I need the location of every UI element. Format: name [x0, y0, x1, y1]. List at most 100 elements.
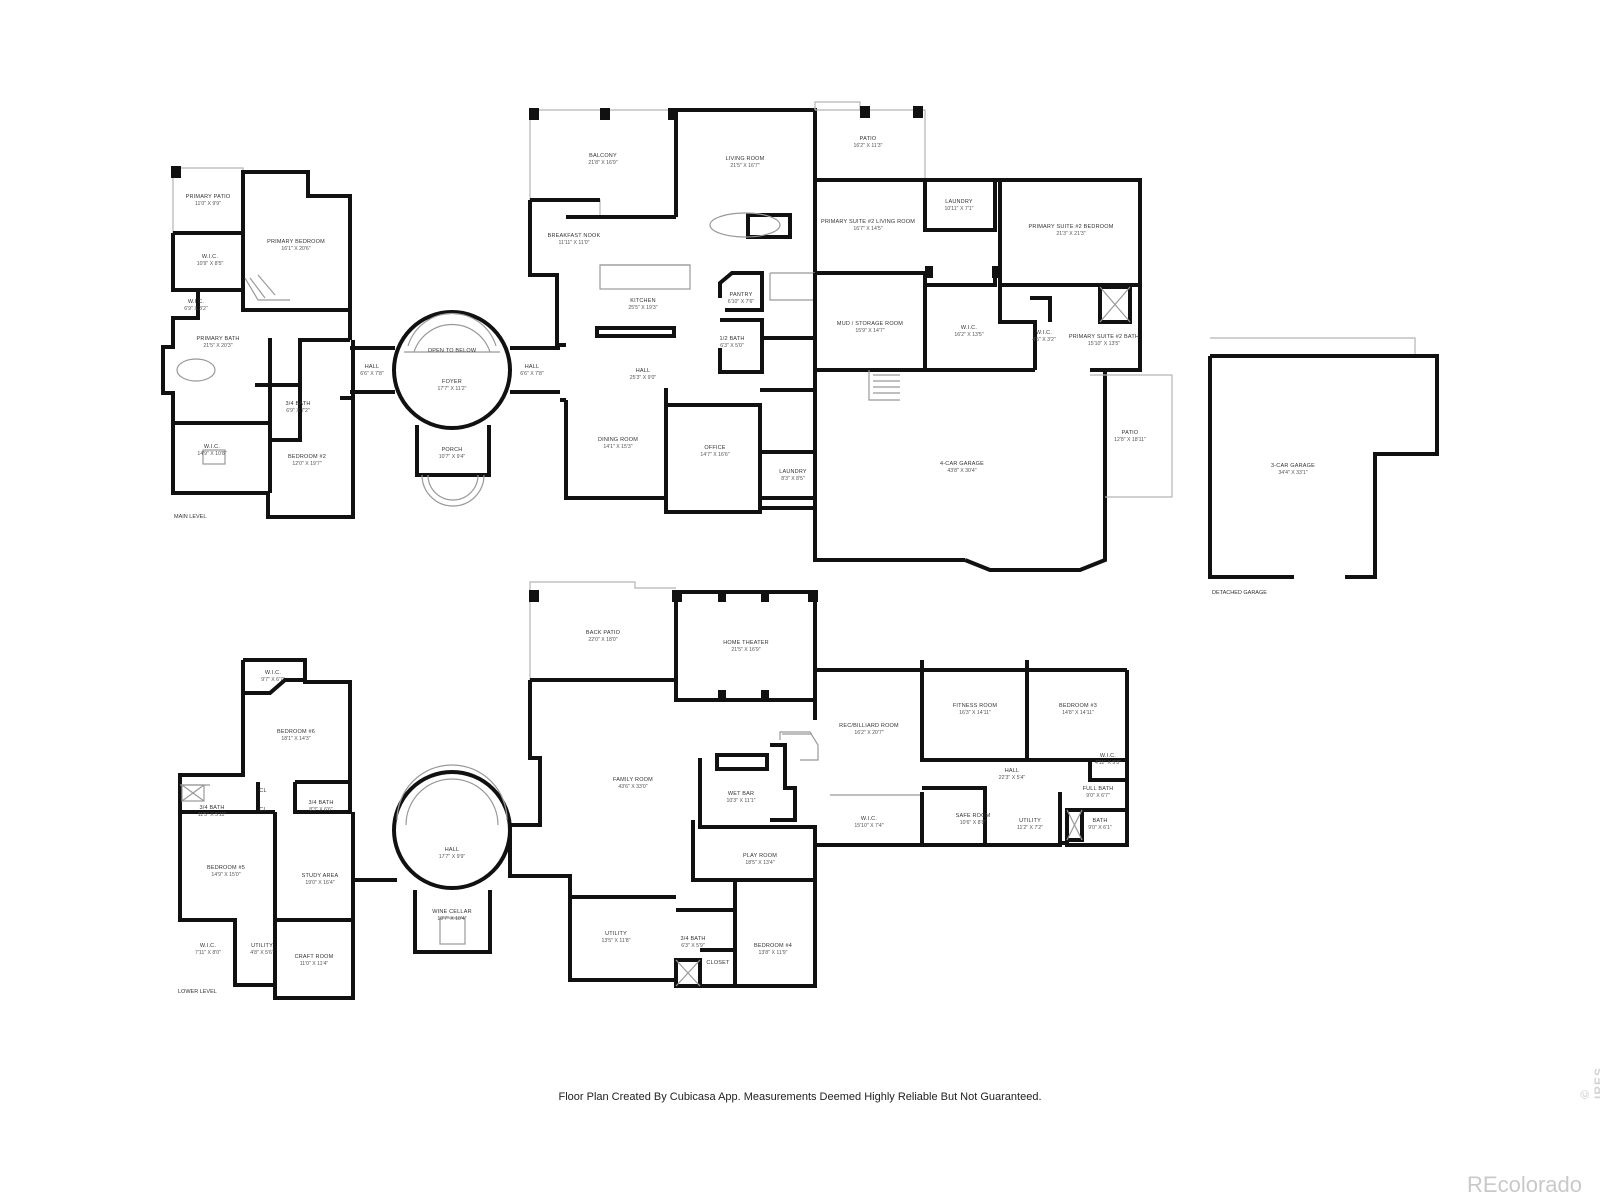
room-name: PORCH — [442, 447, 463, 453]
room-name: 3/4 BATH — [680, 936, 705, 942]
room-name: W.I.C. — [861, 816, 877, 822]
room-name: PRIMARY BATH — [196, 336, 239, 342]
room-name: HALL — [636, 368, 651, 374]
room-name: HOME THEATER — [723, 640, 769, 646]
room-dimensions: 16'1" X 20'6" — [281, 246, 310, 252]
room-name: BALCONY — [589, 153, 617, 159]
room-dimensions: 10'9" X 8'5" — [197, 261, 224, 267]
lower-level-label: LOWER LEVEL — [178, 989, 217, 995]
room-name: PRIMARY PATIO — [186, 194, 231, 200]
recolorado-logo: REcolorado — [1467, 1172, 1582, 1197]
room-dimensions: 7'11" X 8'0" — [195, 950, 221, 956]
room-name: PRIMARY SUITE #2 BEDROOM — [1029, 224, 1114, 230]
room-name: PANTRY — [729, 292, 752, 298]
room-dimensions: 6'3" X 5'0" — [720, 343, 744, 349]
room-name: HALL — [445, 847, 460, 853]
room-name: 3/4 BATH — [308, 800, 333, 806]
room-name: W.I.C. — [204, 444, 220, 450]
room-dimensions: 6'6" X 7'8" — [360, 371, 384, 377]
room-name: CL — [259, 788, 266, 794]
room-dimensions: 43'6" X 33'0" — [618, 784, 647, 790]
room-name: 3/4 BATH — [199, 805, 224, 811]
room-name: OPEN TO BELOW — [428, 348, 477, 354]
room-dimensions: 15'9" X 14'7" — [855, 328, 884, 334]
room-name: UTILITY — [251, 943, 273, 949]
room-name: PRIMARY SUITE #2 LIVING ROOM — [821, 219, 915, 225]
room-dimensions: 6'9" X 3'2" — [184, 306, 208, 312]
room-dimensions: 12'8" X 18'11" — [1114, 437, 1146, 443]
room-name: W.I.C. — [1036, 330, 1052, 336]
room-dimensions: 9'0" X 6'1" — [1088, 825, 1112, 831]
room-dimensions: 25'5" X 19'3" — [628, 305, 657, 311]
room-name: W.I.C. — [202, 254, 218, 260]
room-dimensions: 4'5" X 3'2" — [1032, 337, 1056, 343]
room-dimensions: 13'8" X 11'9" — [759, 950, 788, 956]
room-dimensions: 11'0" X 11'4" — [300, 961, 329, 967]
lower-level-plan — [178, 581, 1129, 1000]
room-dimensions: 17'7" X 11'2" — [438, 386, 467, 392]
room-name: FAMILY ROOM — [613, 777, 653, 783]
room-dimensions: 6'10" X 7'6" — [728, 299, 755, 305]
room-name: FULL BATH — [1083, 786, 1114, 792]
room-dimensions: 10'7" X 10'4" — [437, 916, 466, 922]
room-dimensions: 21'3" X 21'3" — [1056, 231, 1085, 237]
room-dimensions: 18'1" X 14'3" — [281, 736, 310, 742]
room-name: CLOSET — [706, 960, 730, 966]
room-dimensions: 16'3" X 14'11" — [959, 710, 991, 716]
room-dimensions: 14'1" X 15'3" — [603, 444, 632, 450]
main-level-label: MAIN LEVEL — [174, 514, 206, 520]
room-name: FITNESS ROOM — [953, 703, 997, 709]
room-dimensions: 19'0" X 16'4" — [305, 880, 334, 886]
room-name: BEDROOM #6 — [277, 729, 315, 735]
room-dimensions: 14'8" X 14'11" — [1062, 710, 1094, 716]
room-dimensions: 22'3" X 5'4" — [999, 775, 1026, 781]
room-dimensions: 6'9" X 7'2" — [286, 408, 310, 414]
room-name: OFFICE — [704, 445, 725, 451]
room-dimensions: 15'10" X 7'4" — [854, 823, 883, 829]
disclaimer-text: Floor Plan Created By Cubicasa App. Meas… — [558, 1091, 1042, 1103]
room-dimensions: 17'7" X 9'9" — [439, 854, 466, 860]
room-dimensions: 22'0" X 18'0" — [588, 637, 617, 643]
room-name: WET BAR — [728, 791, 754, 797]
room-name: PRIMARY BEDROOM — [267, 239, 325, 245]
room-dimensions: 6'3" X 5'9" — [681, 943, 705, 949]
room-dimensions: 4'11" X 5'3" — [1095, 760, 1121, 766]
room-dimensions: 43'8" X 30'4" — [947, 468, 976, 474]
room-dimensions: 11'2" X 7'2" — [1017, 825, 1043, 831]
room-name: LIVING ROOM — [726, 156, 765, 162]
room-dimensions: 18'5" X 13'4" — [745, 860, 774, 866]
room-dimensions: 13'5" X 11'8" — [602, 938, 631, 944]
room-name: DINING ROOM — [598, 437, 638, 443]
room-dimensions: 16'7" X 14'5" — [853, 226, 882, 232]
room-dimensions: 8'3" X 6'6" — [309, 807, 333, 813]
room-dimensions: 11'0" X 9'9" — [195, 201, 221, 207]
room-dimensions: 10'3" X 11'1" — [727, 798, 756, 804]
room-name: MUD / STORAGE ROOM — [837, 321, 903, 327]
room-name: W.I.C. — [1100, 753, 1116, 759]
room-name: STUDY AREA — [302, 873, 339, 879]
room-dimensions: 16'2" X 13'5" — [954, 332, 983, 338]
detached-garage-label: DETACHED GARAGE — [1212, 590, 1267, 596]
room-name: 4-CAR GARAGE — [940, 461, 984, 467]
room-name: PLAY ROOM — [743, 853, 777, 859]
room-name: SAFE ROOM — [956, 813, 991, 819]
room-name: CRAFT ROOM — [295, 954, 334, 960]
room-name: BEDROOM #5 — [207, 865, 245, 871]
room-name: FOYER — [442, 379, 462, 385]
room-name: BEDROOM #3 — [1059, 703, 1097, 709]
room-dimensions: 10'11" X 7'1" — [945, 206, 974, 212]
room-dimensions: 15'10" X 13'5" — [1088, 341, 1120, 347]
room-name: LAUNDRY — [945, 199, 973, 205]
room-name: 1/2 BATH — [719, 336, 744, 342]
room-name: BATH — [1092, 818, 1107, 824]
room-dimensions: 34'4" X 33'1" — [1278, 470, 1307, 476]
room-name: UTILITY — [1019, 818, 1041, 824]
room-dimensions: 9'0" X 6'7" — [1086, 793, 1110, 799]
room-name: 3/4 BATH — [285, 401, 310, 407]
room-dimensions: 14'7" X 16'6" — [700, 452, 729, 458]
room-name: CL — [259, 807, 266, 813]
room-dimensions: 10'6" X 8'8" — [960, 820, 987, 826]
room-name: BEDROOM #4 — [754, 943, 792, 949]
room-name: HALL — [525, 364, 540, 370]
